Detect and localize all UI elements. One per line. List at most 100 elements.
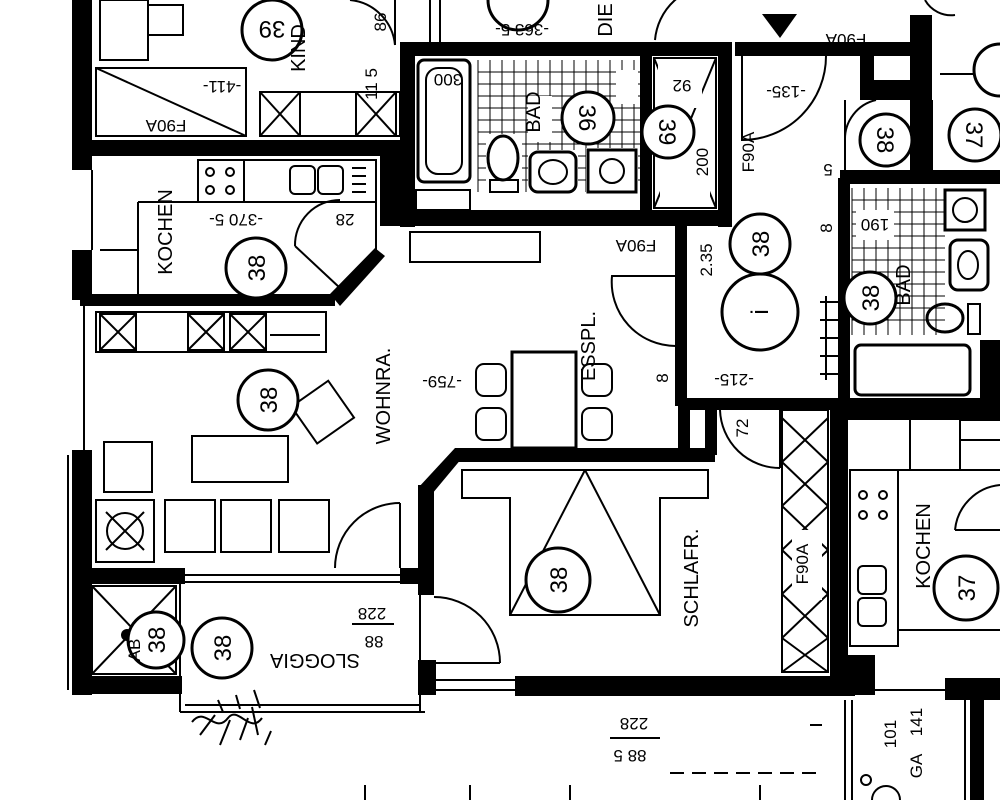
wall-bad-right-side bbox=[980, 340, 1000, 410]
unit-number: 38 bbox=[858, 285, 885, 312]
wall-hall-bottom bbox=[680, 398, 840, 410]
unit-circle bbox=[932, 554, 1000, 622]
dimension: 8 bbox=[653, 373, 672, 382]
dimension: 101 bbox=[881, 720, 900, 748]
wall-schlaf-left bbox=[418, 485, 434, 595]
unit-circle bbox=[842, 270, 898, 326]
unit-circle bbox=[640, 104, 696, 160]
dimension: 190 bbox=[861, 215, 889, 234]
wall-loggia-stub bbox=[400, 568, 430, 584]
unit-number: 38 bbox=[256, 387, 283, 414]
room-label-diele: DIE bbox=[595, 3, 617, 36]
thin-lines bbox=[67, 0, 1000, 800]
wall-schlaf-top bbox=[455, 448, 715, 462]
wall-kochen-bottom bbox=[80, 294, 335, 306]
unit-circle bbox=[858, 112, 914, 168]
room-label-bad: BAD bbox=[523, 91, 545, 132]
dimension: 300 bbox=[434, 70, 462, 89]
wall-bath-right bbox=[718, 42, 732, 227]
wall-kr-corner bbox=[845, 655, 875, 695]
unit-circle-partial bbox=[972, 42, 1000, 98]
bad-top bbox=[415, 58, 640, 211]
room-labels: KIND BAD KOCHEN WOHNRA. ESSPL. BAD SCHLA… bbox=[155, 3, 935, 671]
kochen-left bbox=[100, 159, 377, 296]
room-label-kochen: KOCHEN bbox=[155, 189, 177, 275]
unit-circle bbox=[190, 616, 254, 680]
unit-circle bbox=[524, 546, 592, 614]
room-label-loggia: SLOGGIA bbox=[269, 649, 360, 671]
unit-number: 38 bbox=[748, 231, 775, 258]
dimension: 11 5 bbox=[362, 68, 381, 100]
room-label-essplatz: ESSPL. bbox=[578, 311, 600, 381]
wall-schlaf-diag bbox=[418, 448, 462, 494]
unit-number: 38 bbox=[210, 635, 237, 662]
wall-kochen-diag bbox=[330, 248, 385, 306]
wall-left-top bbox=[72, 0, 92, 170]
wall-hall-stub bbox=[678, 400, 690, 455]
info-icon: i bbox=[747, 309, 774, 314]
unit-circle bbox=[240, 0, 304, 62]
dimension: GA bbox=[907, 753, 926, 778]
unit-number: 39 bbox=[259, 15, 286, 42]
fire-label: F90A bbox=[145, 116, 186, 135]
wall-bad-right-top bbox=[840, 170, 1000, 184]
wall-top-right bbox=[735, 42, 825, 56]
dimension: -759- bbox=[422, 372, 462, 391]
fire-labels: F90A F90A F90A F90A F90A bbox=[145, 30, 866, 584]
wall-bath-bottom bbox=[400, 210, 732, 226]
room-label-schlafraum: SCHLAFR. bbox=[681, 529, 703, 628]
wall-right-a bbox=[910, 15, 932, 175]
room-label-kochen-right: KOCHEN bbox=[913, 503, 935, 589]
dimension: 5 bbox=[823, 160, 832, 179]
plant-symbol bbox=[191, 689, 272, 746]
wall-hall-left bbox=[675, 226, 687, 406]
wall-kind-bottom bbox=[80, 140, 400, 156]
dimension: -215- bbox=[714, 370, 754, 389]
dimension: 228 bbox=[620, 714, 648, 733]
wall-stub-a bbox=[860, 42, 874, 87]
unit-number: 38 bbox=[244, 255, 271, 282]
unit-circle bbox=[947, 107, 1000, 163]
dimension: 28 bbox=[336, 210, 355, 229]
unit-number: 38 bbox=[546, 567, 573, 594]
wall-schlaf-bottom bbox=[515, 676, 855, 696]
fire-label: F90A bbox=[615, 236, 656, 255]
dimension: 200 bbox=[693, 148, 712, 176]
dimension: 92 bbox=[673, 76, 692, 95]
wall-bath-stub bbox=[380, 150, 400, 226]
wohnraum bbox=[95, 231, 541, 569]
unit-number: 38 bbox=[144, 627, 171, 654]
dimension: 72 bbox=[733, 419, 752, 438]
wall-loggia-bottom bbox=[72, 676, 182, 694]
dimension: -370 5- bbox=[209, 210, 263, 229]
dimension: 2.35 bbox=[697, 243, 716, 276]
dimension: 86 bbox=[371, 13, 390, 32]
dimension: 8 bbox=[817, 223, 836, 232]
arrow-down-icon bbox=[762, 14, 797, 38]
wall-schlaf-right bbox=[830, 408, 848, 693]
tile-grid-right bbox=[851, 188, 945, 335]
unit-circles: 39 38 38 36 39 38 38 38 38 38 37 38 37 bbox=[126, 0, 1000, 680]
dimension: -363 5- bbox=[495, 20, 549, 39]
unit-number: 37 bbox=[954, 575, 981, 602]
dimension: -135- bbox=[766, 82, 806, 101]
bad-right bbox=[851, 188, 990, 397]
symbols: i AB bbox=[125, 309, 774, 661]
unit-circle bbox=[560, 90, 616, 146]
unit-number: 38 bbox=[871, 127, 898, 154]
dimension: 88 bbox=[365, 632, 384, 651]
room-label-bad-right: BAD bbox=[893, 264, 915, 305]
dimension: 228 bbox=[358, 604, 386, 623]
wall-kr-bottom bbox=[945, 678, 1000, 700]
unit-number: 36 bbox=[573, 105, 600, 132]
essplatz bbox=[475, 275, 677, 450]
fire-label: F90A bbox=[793, 543, 812, 584]
unit-circle bbox=[126, 610, 186, 670]
kochen-right bbox=[849, 469, 1000, 800]
fire-label: F90A bbox=[739, 131, 758, 172]
loggia-ab-label: AB bbox=[125, 639, 144, 662]
wall-schlaf-corner bbox=[418, 660, 436, 695]
dimension: 141 bbox=[907, 708, 926, 736]
dimension: 88 5 bbox=[613, 746, 646, 765]
